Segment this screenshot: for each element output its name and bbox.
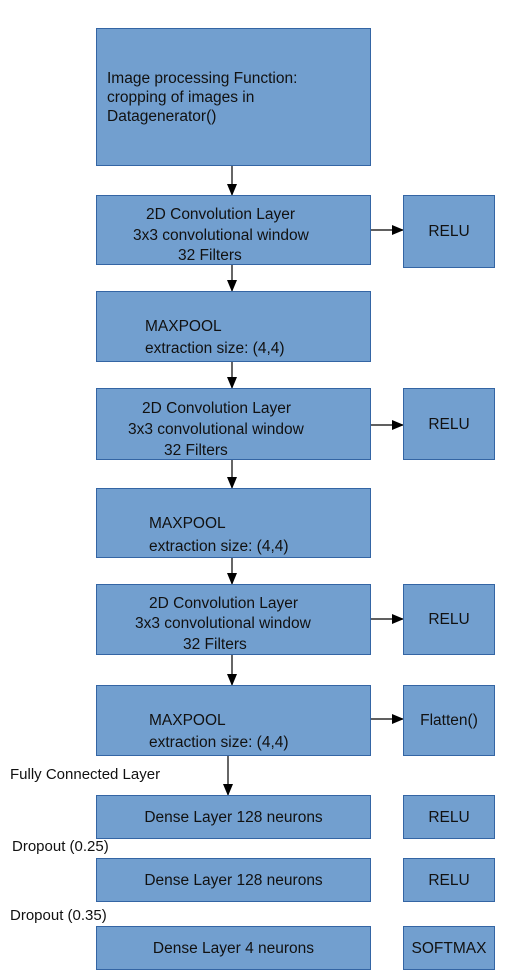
conv1-line-1: 2D Convolution Layer [146,206,296,223]
maxpool-block-2: MAXPOOL extraction size: (4,4) [96,488,371,558]
conv3-line-1: 2D Convolution Layer [149,595,299,612]
dense-block-1: Dense Layer 128 neurons [96,795,371,839]
conv2-line-2: 3x3 convolutional window [128,421,304,438]
dense-block-2: Dense Layer 128 neurons [96,858,371,902]
preprocess-line-1: Image processing Function: [107,70,298,87]
dropout-label-2: Dropout (0.35) [10,907,107,924]
pool3-line-2: extraction size: (4,4) [149,734,289,751]
conv3-line-2: 3x3 convolutional window [135,615,311,632]
pool2-line-2: extraction size: (4,4) [149,538,289,555]
pool2-line-1: MAXPOOL [149,515,226,532]
relu-block-1: RELU [403,195,495,268]
preprocess-line-2: cropping of images in [107,89,255,106]
maxpool-block-1: MAXPOOL extraction size: (4,4) [96,291,371,362]
softmax-block: SOFTMAX [403,926,495,970]
relu-block-2: RELU [403,388,495,460]
conv3-line-3: 32 Filters [183,636,247,653]
maxpool-block-3: MAXPOOL extraction size: (4,4) [96,685,371,756]
flatten-block: Flatten() [403,685,495,756]
pool1-line-2: extraction size: (4,4) [145,340,285,357]
conv-block-2: 2D Convolution Layer 3x3 convolutional w… [96,388,371,460]
conv1-line-3: 32 Filters [178,247,242,264]
relu-block-5: RELU [403,858,495,902]
dense-block-3: Dense Layer 4 neurons [96,926,371,970]
conv1-line-2: 3x3 convolutional window [133,227,309,244]
fully-connected-label: Fully Connected Layer [10,766,161,783]
dropout-label-1: Dropout (0.25) [12,838,109,855]
pool1-line-1: MAXPOOL [145,318,222,335]
relu-block-4: RELU [403,795,495,839]
pool3-line-1: MAXPOOL [149,712,226,729]
conv-block-1: 2D Convolution Layer 3x3 convolutional w… [96,195,371,265]
preprocess-block: Image processing Function: cropping of i… [96,28,371,166]
conv2-line-3: 32 Filters [164,442,228,459]
conv2-line-1: 2D Convolution Layer [142,400,292,417]
relu-block-3: RELU [403,584,495,655]
conv-block-3: 2D Convolution Layer 3x3 convolutional w… [96,584,371,655]
preprocess-line-3: Datagenerator() [107,108,217,125]
